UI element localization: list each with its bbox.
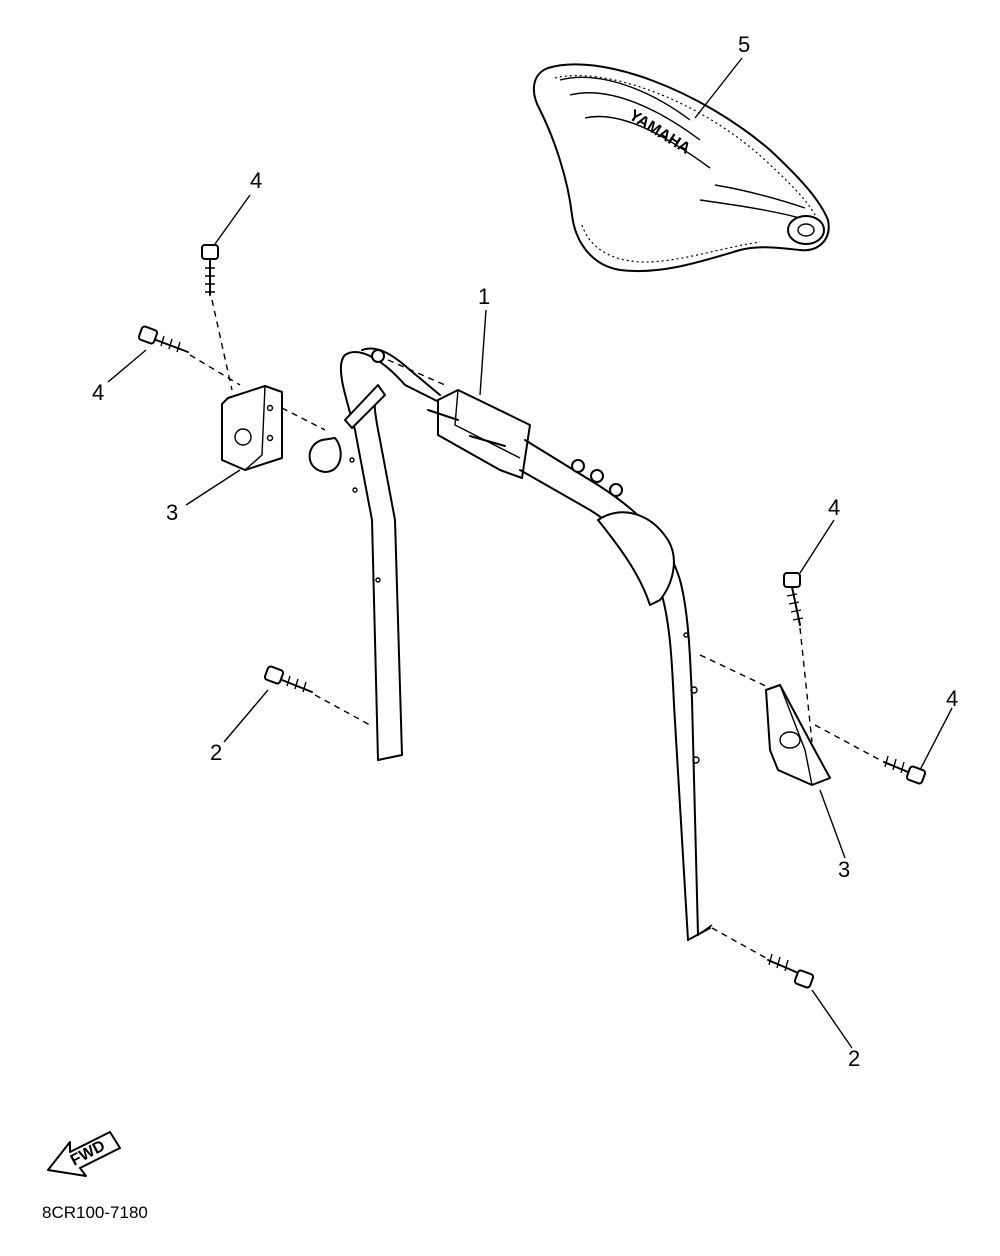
handlebar-pad: YAMAHA (532, 63, 830, 273)
leader-lines (107, 57, 953, 1049)
guide-lines (189, 299, 881, 959)
bolt-right-top (783, 572, 804, 626)
fwd-arrow: FWD (47, 1131, 121, 1177)
callout-bolt-left-top: 4 (250, 168, 262, 193)
bolt-left-lower (263, 665, 313, 693)
bolt-right-side (883, 755, 927, 785)
bolt-right-lower (767, 953, 815, 989)
bolt-left-top (201, 244, 219, 296)
callout-bolt-right-side: 4 (946, 686, 958, 711)
bolt-left-side (137, 325, 189, 353)
callout-handlebar: 1 (478, 284, 490, 309)
holder-right (765, 684, 831, 786)
callout-bolt-right-lower: 2 (848, 1046, 860, 1071)
callout-pad: 5 (738, 32, 750, 57)
handlebar (308, 347, 713, 941)
callout-holder-right: 3 (838, 857, 850, 882)
holder-left (221, 385, 283, 471)
diagram-code: 8CR100-7180 (42, 1203, 148, 1222)
callout-bolt-left-side: 4 (92, 380, 104, 405)
callout-bolt-left-lower: 2 (210, 740, 222, 765)
callout-bolt-right-top: 4 (828, 495, 840, 520)
callout-holder-left: 3 (166, 500, 178, 525)
